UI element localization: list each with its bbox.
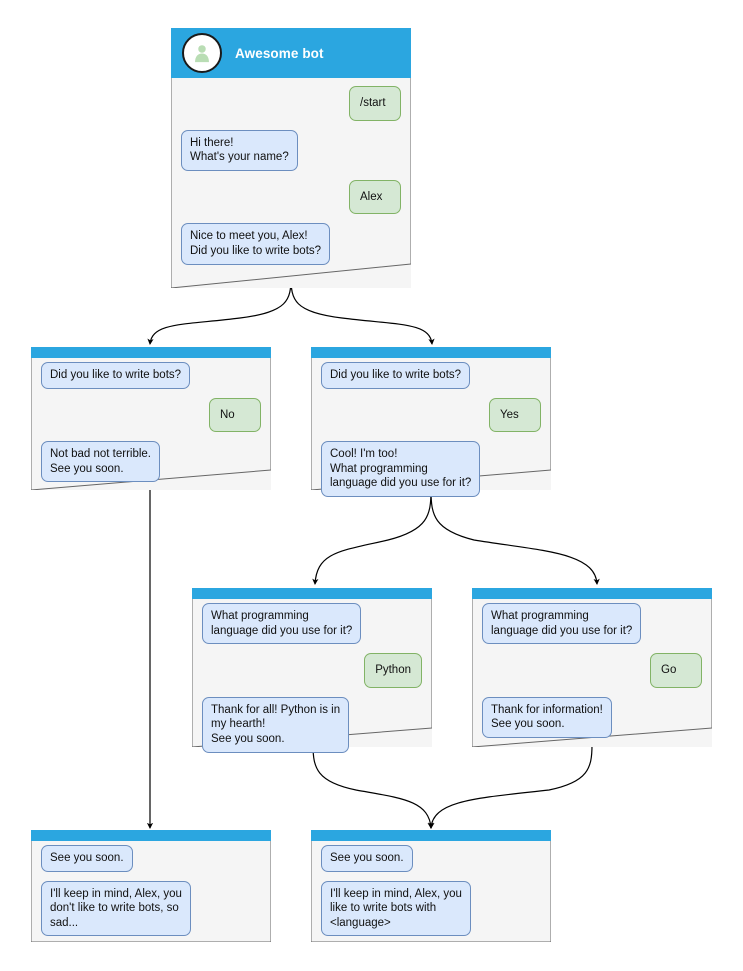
- bot-message-bubble[interactable]: See you soon.: [41, 845, 133, 872]
- bot-message-bubble[interactable]: Thank for all! Python is in my hearth! S…: [202, 696, 350, 753]
- message-row: See you soon.: [321, 845, 541, 872]
- card-end-sad-messages: See you soon. I'll keep in mind, Alex, y…: [31, 845, 271, 945]
- message-row: Alex: [181, 179, 401, 215]
- message-row: /start: [181, 86, 401, 121]
- message-row: Not bad not terrible. See you soon.: [41, 441, 261, 483]
- message-row: See you soon.: [41, 845, 261, 872]
- message-row: Nice to meet you, Alex! Did you like to …: [181, 223, 401, 265]
- bot-message-bubble[interactable]: See you soon.: [321, 845, 413, 872]
- message-row: Hi there! What's your name?: [181, 129, 401, 171]
- message-row: What programming language did you use fo…: [202, 603, 422, 645]
- card-end-happy-header: [311, 830, 551, 841]
- card-answer-no-header: [31, 347, 271, 358]
- message-row: Did you like to write bots?: [321, 362, 541, 389]
- card-end-sad-header: [31, 830, 271, 841]
- bot-message-bubble[interactable]: Nice to meet you, Alex! Did you like to …: [181, 223, 331, 265]
- bot-message-bubble[interactable]: Did you like to write bots?: [41, 362, 191, 389]
- message-row: Thank for all! Python is in my hearth! S…: [202, 696, 422, 753]
- card-answer-yes[interactable]: Did you like to write bots? Yes Cool! I'…: [311, 347, 551, 497]
- user-message-bubble[interactable]: Alex: [349, 179, 401, 215]
- bot-message-bubble[interactable]: What programming language did you use fo…: [482, 603, 642, 645]
- card-start-header: Awesome bot: [171, 28, 411, 78]
- bot-message-bubble[interactable]: What programming language did you use fo…: [202, 603, 362, 645]
- message-row: Go: [482, 653, 702, 688]
- card-start-title: Awesome bot: [235, 45, 324, 61]
- card-answer-yes-messages: Did you like to write bots? Yes Cool! I'…: [311, 362, 551, 506]
- card-lang-go-messages: What programming language did you use fo…: [472, 603, 712, 747]
- card-end-happy[interactable]: See you soon. I'll keep in mind, Alex, y…: [311, 830, 551, 942]
- card-start[interactable]: Awesome bot /start Hi there! What's your…: [171, 28, 411, 288]
- message-row: I'll keep in mind, Alex, you don't like …: [41, 880, 261, 937]
- card-answer-yes-header: [311, 347, 551, 358]
- message-row: Did you like to write bots?: [41, 362, 261, 389]
- message-row: Cool! I'm too! What programming language…: [321, 441, 541, 497]
- message-row: Yes: [321, 397, 541, 433]
- card-lang-python[interactable]: What programming language did you use fo…: [192, 588, 432, 753]
- bot-message-bubble[interactable]: Thank for information! See you soon.: [482, 696, 612, 738]
- card-lang-python-header: [192, 588, 432, 599]
- card-end-happy-messages: See you soon. I'll keep in mind, Alex, y…: [311, 845, 551, 945]
- card-start-messages: /start Hi there! What's your name? Alex …: [171, 86, 411, 274]
- message-row: I'll keep in mind, Alex, you like to wri…: [321, 880, 541, 937]
- card-lang-go-header: [472, 588, 712, 599]
- person-avatar-icon: [182, 33, 222, 73]
- bot-message-bubble[interactable]: Not bad not terrible. See you soon.: [41, 441, 161, 483]
- message-row: No: [41, 397, 261, 433]
- card-lang-go[interactable]: What programming language did you use fo…: [472, 588, 712, 747]
- user-message-bubble[interactable]: Go: [650, 653, 702, 688]
- user-message-bubble[interactable]: Yes: [489, 397, 541, 433]
- user-message-bubble[interactable]: Python: [364, 653, 422, 688]
- message-row: What programming language did you use fo…: [482, 603, 702, 645]
- card-answer-no[interactable]: Did you like to write bots? No Not bad n…: [31, 347, 271, 490]
- bot-message-bubble[interactable]: Cool! I'm too! What programming language…: [321, 441, 481, 497]
- user-message-bubble[interactable]: /start: [349, 86, 401, 121]
- message-row: Python: [202, 653, 422, 688]
- bot-message-bubble[interactable]: Did you like to write bots?: [321, 362, 471, 389]
- bot-message-bubble[interactable]: I'll keep in mind, Alex, you like to wri…: [321, 880, 471, 937]
- bot-message-bubble[interactable]: I'll keep in mind, Alex, you don't like …: [41, 880, 191, 937]
- user-message-bubble[interactable]: No: [209, 397, 261, 433]
- edge-go-to-end-happy: [428, 744, 593, 829]
- card-end-sad[interactable]: See you soon. I'll keep in mind, Alex, y…: [31, 830, 271, 942]
- card-answer-no-messages: Did you like to write bots? No Not bad n…: [31, 362, 271, 491]
- bot-message-bubble[interactable]: Hi there! What's your name?: [181, 129, 298, 171]
- message-row: Thank for information! See you soon.: [482, 696, 702, 738]
- card-lang-python-messages: What programming language did you use fo…: [192, 603, 432, 762]
